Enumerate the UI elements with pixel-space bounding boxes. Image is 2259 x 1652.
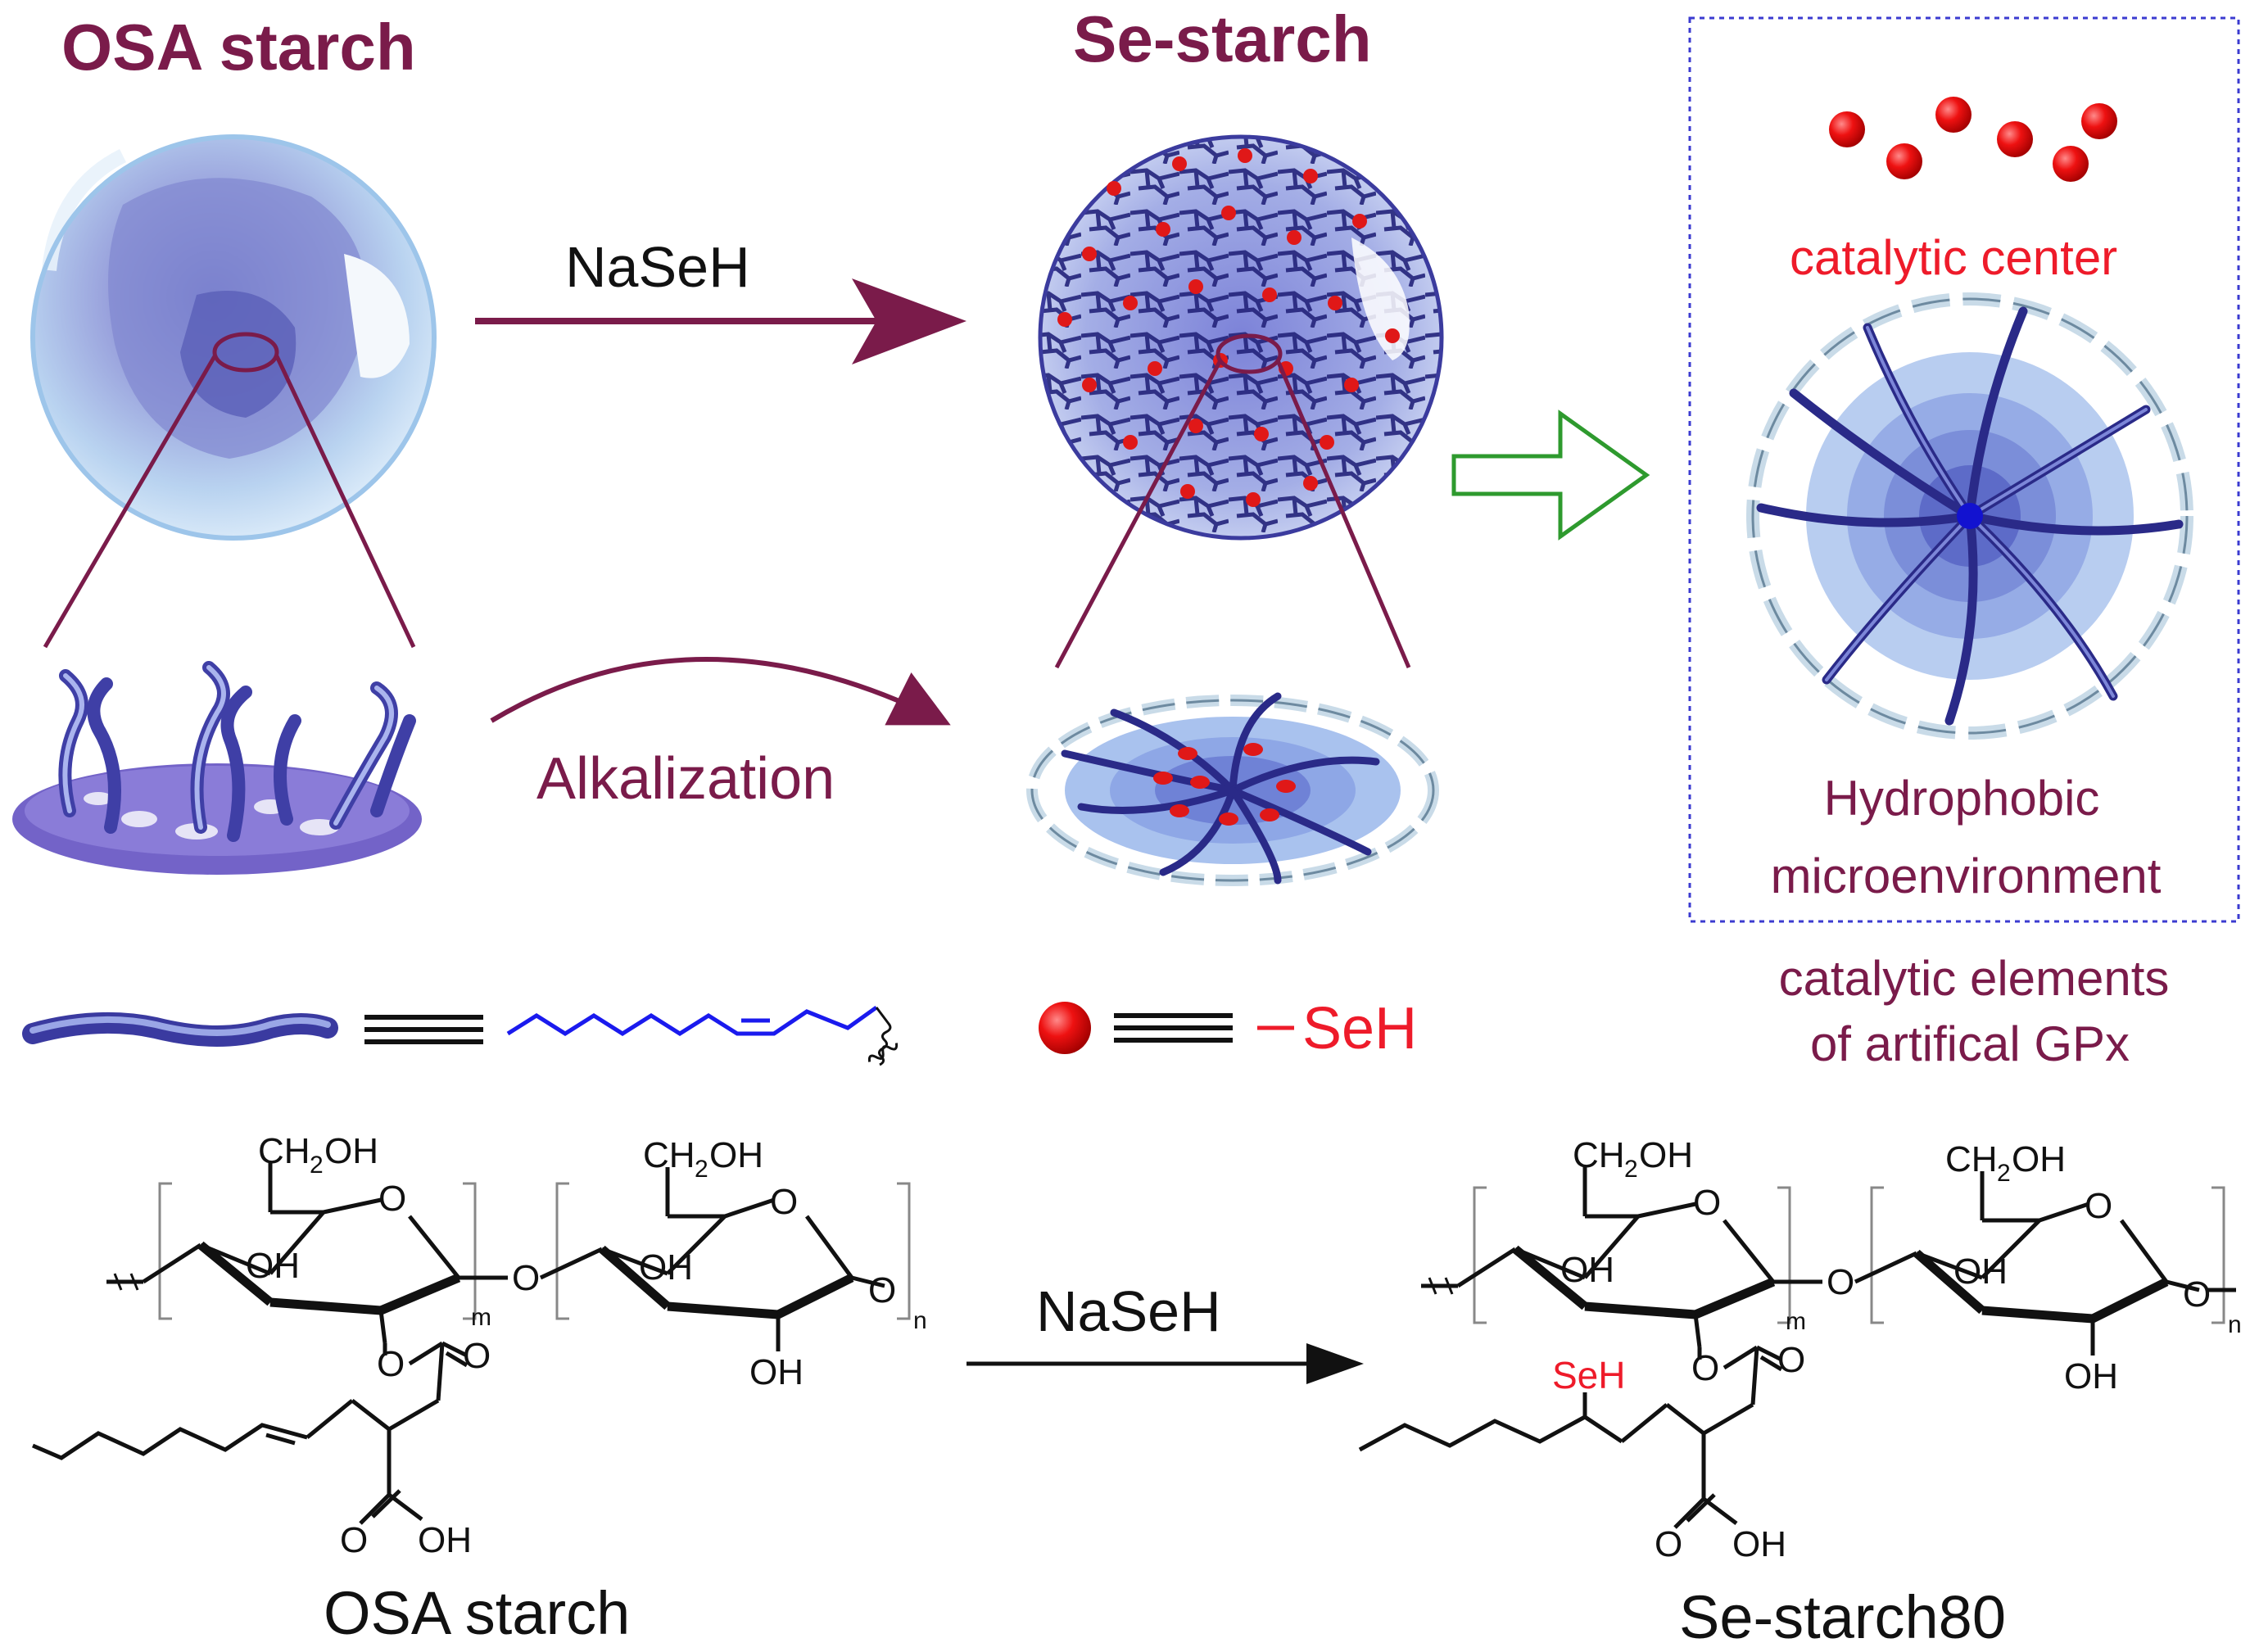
svg-text:O: O xyxy=(340,1520,368,1560)
alkalization-arrow xyxy=(490,657,951,726)
osa-zoom-lines xyxy=(43,355,416,649)
svg-text:2: 2 xyxy=(1624,1156,1638,1183)
catalytic-center-dots xyxy=(1829,97,2117,182)
hydrophobic-label-line1: Hydrophobic xyxy=(1824,771,2100,826)
svg-text:O: O xyxy=(868,1270,896,1310)
svg-text:OH: OH xyxy=(709,1135,763,1175)
se-starch80-structure: CH 2 OH O OH O m CH 2 OH O OH OH xyxy=(1358,1135,2242,1564)
svg-text:O: O xyxy=(1777,1340,1805,1380)
seh-legend-label: SeH xyxy=(1302,996,1417,1061)
svg-text:O: O xyxy=(463,1336,491,1376)
svg-text:2: 2 xyxy=(310,1152,324,1179)
svg-text:O: O xyxy=(1827,1262,1854,1302)
hydrophobic-micelle xyxy=(1746,292,2193,740)
bottom-reagent-label: NaSeH xyxy=(1036,1279,1221,1343)
svg-text:OH: OH xyxy=(246,1246,300,1286)
se-red-dots xyxy=(1057,148,1400,507)
svg-text:m: m xyxy=(1786,1308,1806,1335)
svg-text:OH: OH xyxy=(1732,1524,1786,1564)
osa-surface-disk xyxy=(12,661,422,875)
svg-text:OH: OH xyxy=(1560,1250,1614,1290)
svg-text:O: O xyxy=(512,1258,540,1298)
svg-text:O: O xyxy=(1691,1348,1719,1388)
se-starch80-caption: Se-starch80 xyxy=(1679,1583,2006,1651)
seh-substituent: SeH xyxy=(1552,1354,1625,1396)
alkalization-label: Alkalization xyxy=(536,746,835,812)
svg-text:OH: OH xyxy=(1639,1135,1693,1175)
catalytic-center-label: catalytic center xyxy=(1790,230,2117,285)
svg-text:O: O xyxy=(770,1182,798,1222)
se-starch-granule xyxy=(1038,134,1444,541)
osa-starch-structure: CH 2 OH O OH O m CH 2 OH O OH xyxy=(32,1131,927,1560)
svg-text:OH: OH xyxy=(2064,1356,2118,1396)
seh-legend xyxy=(1039,1002,1294,1054)
svg-text:OH: OH xyxy=(2012,1139,2066,1179)
svg-text:n: n xyxy=(2228,1311,2242,1338)
svg-text:OH: OH xyxy=(324,1131,378,1171)
top-reagent-label: NaSeH xyxy=(565,235,750,299)
se-micelle xyxy=(1026,692,1439,886)
svg-text:2: 2 xyxy=(1997,1160,2011,1187)
se-zoom-lines xyxy=(1054,359,1411,669)
svg-text:2: 2 xyxy=(695,1156,708,1183)
svg-text:O: O xyxy=(378,1179,406,1219)
osa-starch-granule xyxy=(30,134,437,541)
osa-starch-title: OSA starch xyxy=(61,11,416,84)
svg-text:CH: CH xyxy=(643,1135,695,1175)
catalytic-elements-line1: catalytic elements xyxy=(1779,951,2170,1006)
svg-text:CH: CH xyxy=(1945,1139,1998,1179)
svg-text:OH: OH xyxy=(749,1352,804,1392)
se-starch-title: Se-starch xyxy=(1073,2,1372,75)
osa-structure-caption: OSA starch xyxy=(324,1579,630,1647)
svg-text:m: m xyxy=(471,1304,491,1331)
svg-text:OH: OH xyxy=(1953,1251,2008,1292)
svg-text:CH: CH xyxy=(1573,1135,1625,1175)
svg-text:n: n xyxy=(913,1307,927,1334)
chain-legend xyxy=(22,1005,899,1066)
svg-text:O: O xyxy=(2183,1274,2211,1315)
svg-text:O: O xyxy=(1655,1524,1682,1564)
svg-text:O: O xyxy=(1693,1183,1721,1223)
svg-text:OH: OH xyxy=(639,1247,693,1288)
svg-text:O: O xyxy=(2085,1186,2112,1226)
catalytic-elements-line2: of artifical GPx xyxy=(1810,1016,2130,1071)
hydrophobic-label-line2: microenvironment xyxy=(1771,849,2162,903)
svg-text:OH: OH xyxy=(418,1520,472,1560)
svg-text:O: O xyxy=(377,1344,405,1384)
green-hollow-arrow xyxy=(1451,410,1650,541)
svg-text:CH: CH xyxy=(258,1131,310,1171)
nasheh-reaction-arrow xyxy=(475,278,967,364)
